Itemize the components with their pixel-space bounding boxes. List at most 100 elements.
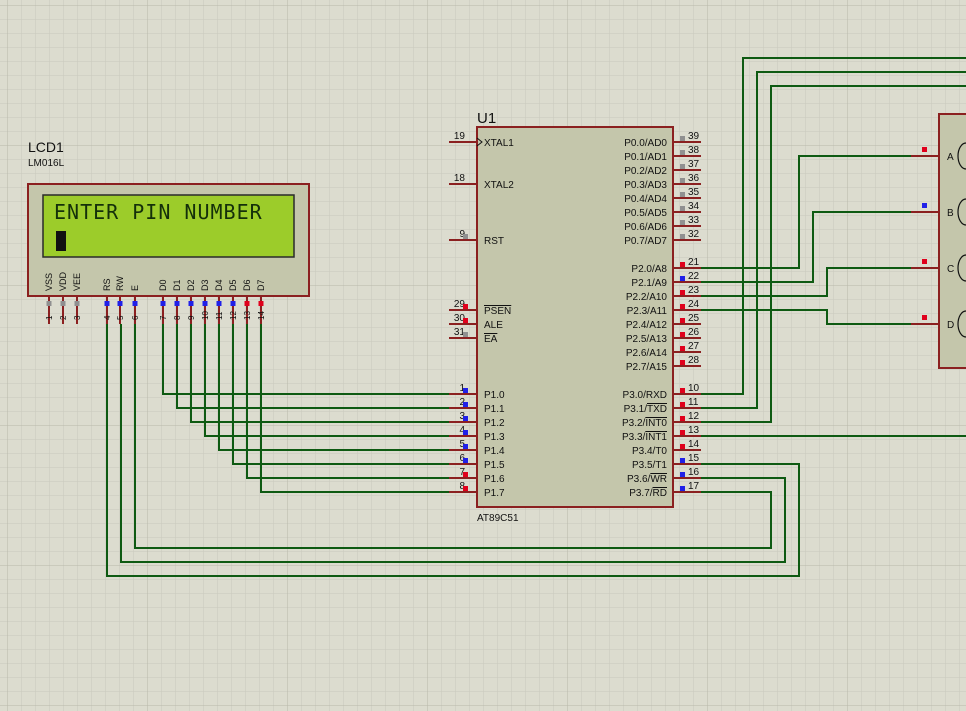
lcd-component[interactable]: LCD1 LM016L ENTER PIN NUMBER 1VSS2VDD3VE…: [27, 139, 310, 324]
lcd-pin-marker: [117, 301, 123, 306]
mcu-right-pin-marker: [680, 192, 685, 197]
mcu-left-pin-name: ALE: [484, 320, 503, 331]
mcu-right-pin-marker: [680, 150, 685, 155]
lcd-pin-number: 7: [159, 315, 168, 320]
mcu-right-pin-marker: [680, 318, 685, 323]
mcu-left-pin-number: 18: [454, 173, 466, 184]
mcu-right-pin-number: 33: [688, 215, 700, 226]
mcu-right-pin-marker: [680, 332, 685, 337]
lcd-pin-number: 9: [187, 315, 196, 320]
lcd-pin-number: 11: [215, 311, 224, 320]
mcu-right-pin-number: 15: [688, 453, 700, 464]
mcu-right-pin-name: P2.2/A10: [626, 292, 668, 303]
lcd-ref-label: LCD1: [28, 139, 64, 155]
mcu-left-pin-marker: [463, 430, 468, 435]
mcu-left-pin-name: P1.3: [484, 432, 505, 443]
wire: [260, 324, 449, 493]
wire: [701, 85, 966, 423]
mcu-left-pin-marker: [463, 234, 468, 239]
mcu-right-pin-name: P3.7/RD: [629, 488, 667, 499]
lcd-pin-marker: [244, 301, 250, 306]
mcu-left-pin-number: 31: [454, 327, 466, 338]
lcd-cursor: [56, 231, 66, 251]
lcd-pin-marker: [174, 301, 180, 306]
mcu-left-pin-name: P1.7: [484, 488, 505, 499]
wire: [701, 57, 966, 395]
mcu-right-pin-marker: [680, 458, 685, 463]
mcu-right-pin-name: P2.6/A14: [626, 348, 668, 359]
lcd-pin-name: D1: [172, 279, 182, 291]
mcu-right-pin-marker: [680, 304, 685, 309]
lcd-pin-name: D4: [214, 279, 224, 291]
lcd-pin-marker: [230, 301, 236, 306]
mcu-right-pin-number: 10: [688, 383, 700, 394]
mcu-right-pin-name: P3.1/TXD: [624, 404, 667, 415]
wire: [120, 324, 786, 563]
lcd-pin-name: D6: [242, 279, 252, 291]
lcd-pin-marker: [104, 301, 110, 306]
mcu-component[interactable]: U1 AT89C51 19XTAL118XTAL29RST29PSEN30ALE…: [449, 110, 701, 524]
keypad-row-marker: [922, 203, 927, 208]
mcu-left-pin-number: 4: [459, 425, 465, 436]
mcu-right-pin-marker: [680, 262, 685, 267]
mcu-right-pin-marker: [680, 206, 685, 211]
lcd-pin-name: VSS: [44, 273, 54, 291]
mcu-right-pin-marker: [680, 416, 685, 421]
lcd-pin-number: 8: [173, 315, 182, 320]
mcu-right-pin-number: 39: [688, 131, 700, 142]
mcu-left-pin-marker: [463, 402, 468, 407]
mcu-left-pin-name: P1.0: [484, 390, 505, 401]
lcd-pin-number: 2: [59, 315, 68, 320]
mcu-left-pins: 19XTAL118XTAL29RST29PSEN30ALE31EA1P1.02P…: [449, 131, 514, 499]
mcu-left-pin-number: 2: [459, 397, 465, 408]
mcu-left-pin-number: 7: [459, 467, 465, 478]
lcd-pin-number: 6: [131, 315, 140, 320]
lcd-pin-number: 1: [45, 315, 54, 320]
mcu-right-pin-number: 24: [688, 299, 700, 310]
mcu-right-pin-name: P0.1/AD1: [624, 152, 667, 163]
mcu-right-pin-marker: [680, 178, 685, 183]
lcd-pin-number: 3: [73, 315, 82, 320]
mcu-left-pin-name: PSEN: [484, 306, 511, 317]
lcd-display-line1: ENTER PIN NUMBER: [54, 200, 263, 224]
keypad-key-circle: [957, 254, 966, 282]
mcu-right-pin-marker: [680, 360, 685, 365]
mcu-right-pin-number: 36: [688, 173, 700, 184]
mcu-right-pin-marker: [680, 346, 685, 351]
mcu-right-pin-marker: [680, 164, 685, 169]
lcd-pins: 1VSS2VDD3VEE4RS5RW6E7D08D19D210D311D412D…: [44, 271, 266, 324]
mcu-right-pin-number: 34: [688, 201, 700, 212]
mcu-right-pin-marker: [680, 388, 685, 393]
mcu-right-pin-name: P3.5/T1: [632, 460, 667, 471]
mcu-right-pin-marker: [680, 430, 685, 435]
mcu-left-pin-marker: [463, 318, 468, 323]
wire: [701, 211, 911, 283]
mcu-left-pin-number: 8: [459, 481, 465, 492]
mcu-right-pin-name: P0.0/AD0: [624, 138, 667, 149]
mcu-right-pin-name: P3.6/WR: [627, 474, 667, 485]
mcu-right-pin-name: P2.1/A9: [631, 278, 667, 289]
keypad-row-marker: [922, 147, 927, 152]
wire: [701, 71, 966, 409]
keypad-key-circle: [957, 310, 966, 338]
mcu-left-pin-name: P1.1: [484, 404, 505, 415]
lcd-pin-marker: [160, 301, 166, 306]
mcu-right-pin-name: P2.4/A12: [626, 320, 668, 331]
mcu-left-pin-name: P1.2: [484, 418, 505, 429]
mcu-right-pin-name: P0.5/AD5: [624, 208, 667, 219]
mcu-right-pin-name: P2.5/A13: [626, 334, 668, 345]
mcu-left-pin-number: 1: [459, 383, 465, 394]
mcu-right-pin-marker: [680, 402, 685, 407]
keypad-key-circle: [957, 198, 966, 226]
mcu-body: [476, 126, 674, 508]
mcu-right-pin-name: P3.2/INT0: [622, 418, 667, 429]
mcu-left-pin-marker: [463, 416, 468, 421]
lcd-screen: [42, 194, 295, 258]
keypad-body: [938, 113, 966, 369]
mcu-left-pin-name: RST: [484, 236, 504, 247]
lcd-pin-marker: [188, 301, 194, 306]
lcd-pin-name: E: [130, 285, 140, 291]
lcd-pin-marker: [216, 301, 222, 306]
